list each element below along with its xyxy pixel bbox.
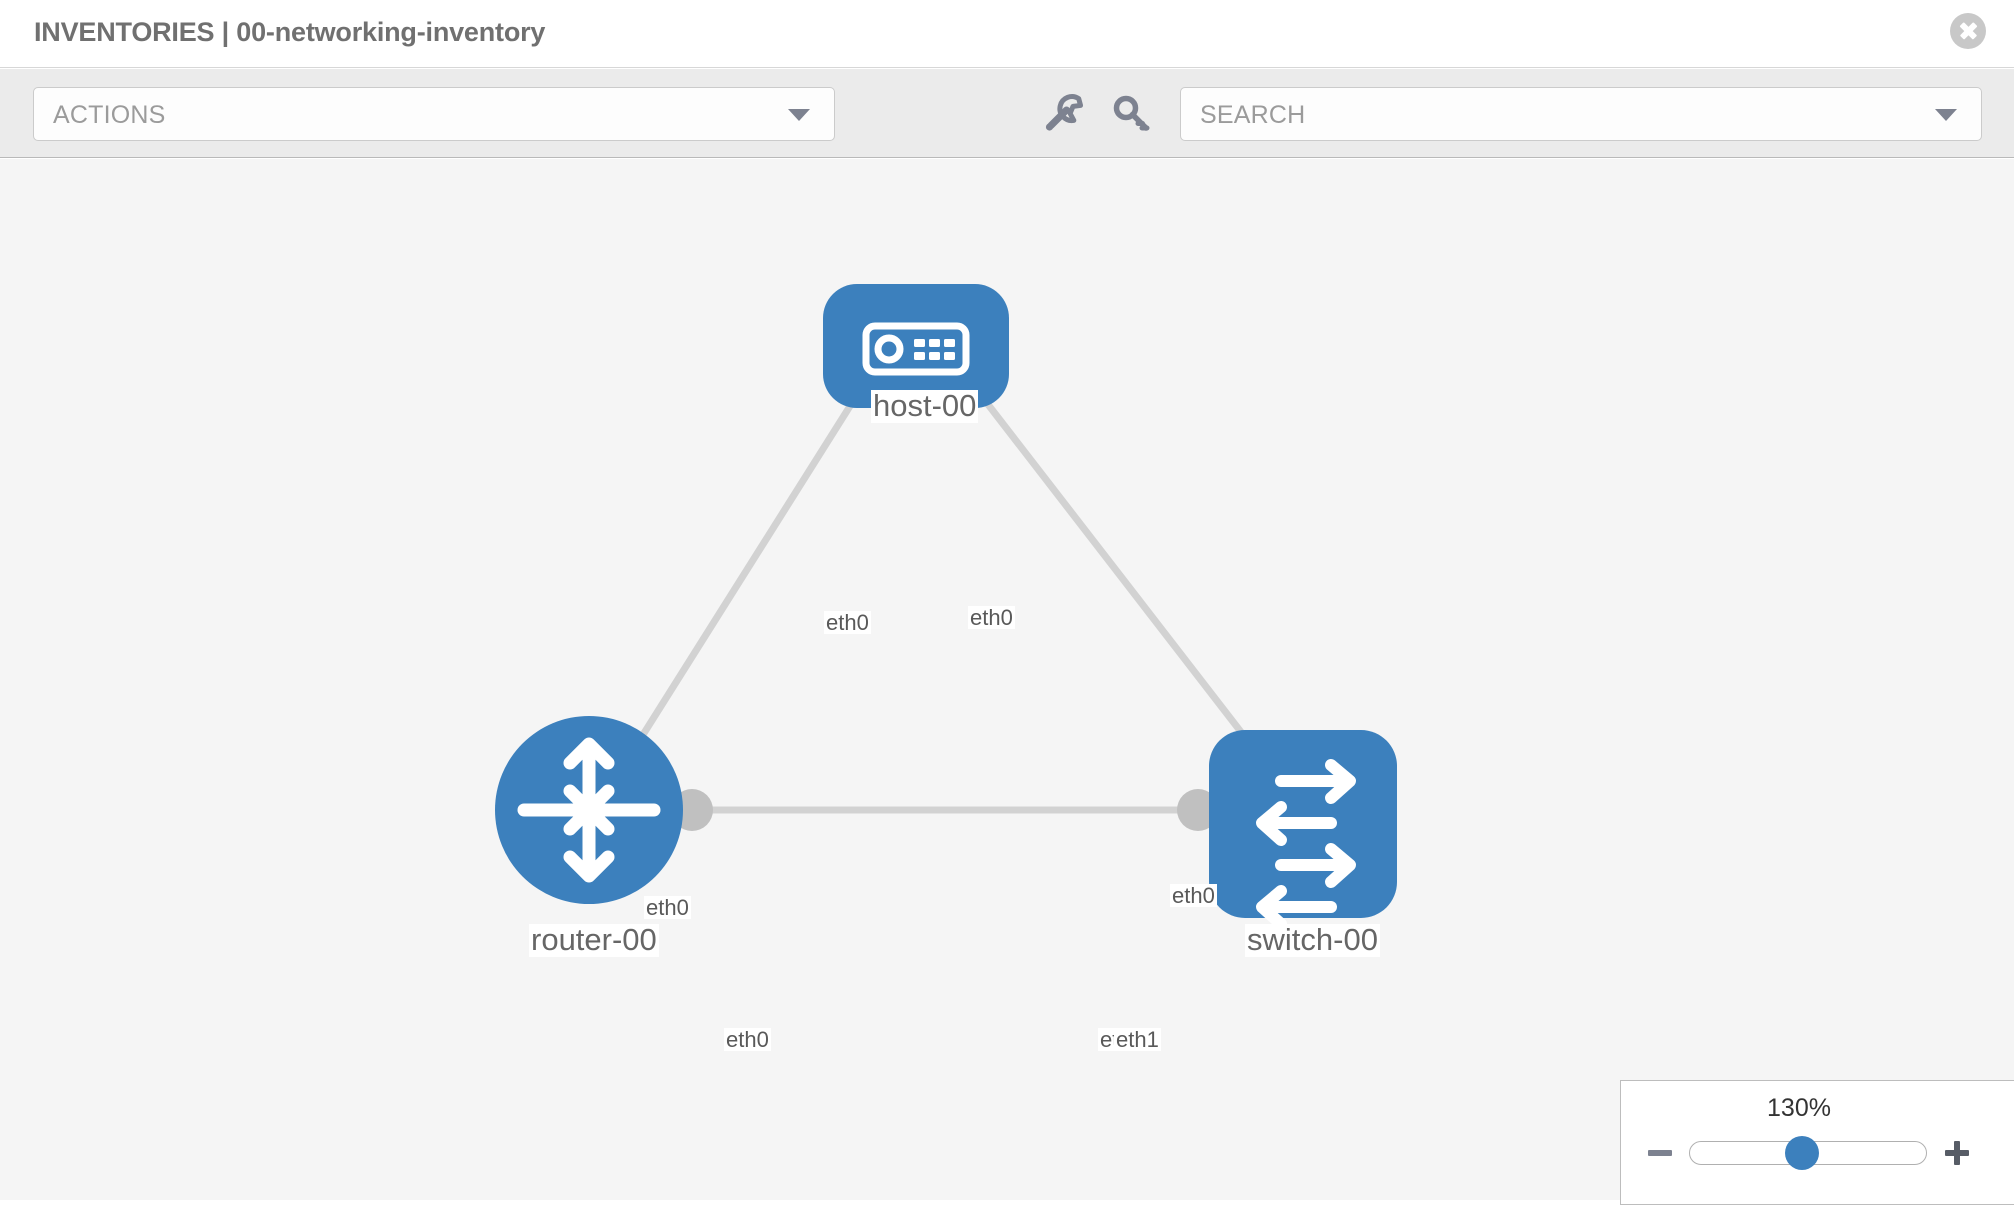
server-icon bbox=[862, 322, 970, 376]
node-switch-00 bbox=[1209, 730, 1397, 930]
iface-label: eth0 bbox=[724, 1027, 771, 1052]
search-input[interactable]: SEARCH bbox=[1180, 87, 1982, 141]
titlebar: INVENTORIES | 00-networking-inventory bbox=[0, 0, 2014, 68]
topology-canvas[interactable]: host-00 router-00 switch-00 eth0 eth0 et… bbox=[0, 159, 2014, 1200]
search-placeholder: SEARCH bbox=[1200, 101, 1306, 129]
actions-dropdown-label: ACTIONS bbox=[53, 101, 166, 129]
node-label-host-00: host-00 bbox=[871, 388, 979, 423]
plus-icon[interactable] bbox=[1943, 1139, 1971, 1167]
wrench-icon[interactable] bbox=[1040, 89, 1088, 137]
zoom-level-value: 130% bbox=[1767, 1094, 1831, 1122]
key-icon[interactable] bbox=[1107, 89, 1155, 137]
router-arrows-icon bbox=[517, 737, 661, 883]
iface-label: eth0 bbox=[968, 605, 1015, 630]
minus-icon[interactable] bbox=[1646, 1139, 1674, 1167]
iface-label: eth0 bbox=[1170, 883, 1217, 908]
toolbar: ACTIONS SEARCH bbox=[0, 69, 2014, 158]
node-label-router-00: router-00 bbox=[529, 922, 659, 957]
link-host-router bbox=[614, 339, 894, 778]
link-host-switch bbox=[936, 338, 1278, 779]
zoom-slider-thumb[interactable] bbox=[1785, 1136, 1820, 1170]
switch-arrows-icon bbox=[1256, 759, 1356, 930]
topology-graph bbox=[495, 284, 1397, 930]
zoom-slider[interactable] bbox=[1689, 1136, 1927, 1170]
link-edges bbox=[614, 338, 1278, 814]
endpoint-switch-left bbox=[1177, 789, 1219, 831]
node-label-switch-00: switch-00 bbox=[1245, 922, 1380, 957]
node-router-00 bbox=[495, 716, 683, 904]
iface-label: eth0 bbox=[644, 895, 691, 920]
iface-label: eth1 bbox=[1114, 1027, 1161, 1052]
actions-dropdown[interactable]: ACTIONS bbox=[33, 87, 835, 141]
node-host-00 bbox=[823, 284, 1009, 408]
chevron-down-icon bbox=[788, 109, 810, 121]
close-icon[interactable] bbox=[1950, 13, 1986, 49]
iface-label: eth0 bbox=[824, 610, 871, 635]
zoom-control-panel: 130% bbox=[1620, 1080, 2014, 1205]
page-title: INVENTORIES | 00-networking-inventory bbox=[34, 17, 546, 47]
server-icon-details bbox=[874, 334, 955, 364]
chevron-down-icon[interactable] bbox=[1935, 109, 1957, 121]
